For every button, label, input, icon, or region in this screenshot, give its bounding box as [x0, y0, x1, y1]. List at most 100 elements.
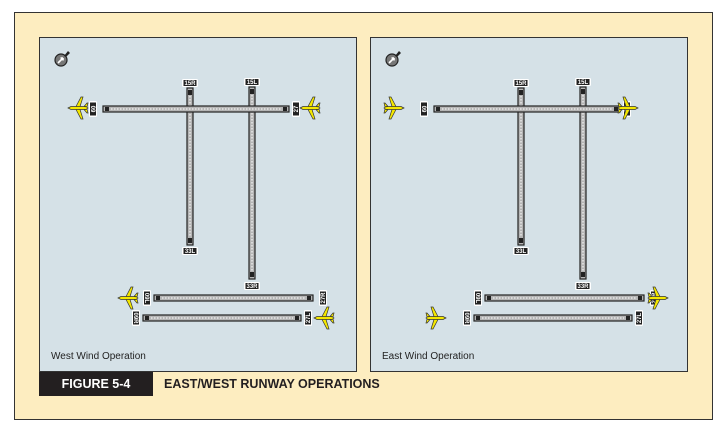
figure-number: FIGURE 5-4	[39, 372, 153, 396]
runway-label-box	[133, 311, 139, 325]
runway-number-label: 27L	[635, 310, 643, 326]
airplane-icon	[299, 96, 321, 120]
airplane-shape	[313, 306, 335, 330]
runway-threshold	[581, 272, 585, 277]
runway-threshold	[188, 238, 192, 243]
airplane-shape	[383, 96, 405, 120]
runway-number: 09	[420, 106, 426, 113]
airplane-shape	[67, 96, 89, 120]
runway-label-box	[514, 248, 528, 254]
runway-label-box	[464, 311, 470, 325]
airplane-shape	[299, 96, 321, 120]
runway-threshold	[307, 296, 311, 300]
runway-threshold	[156, 296, 160, 300]
airport-diagram-west: 09 27 15R 33L 15L 33R 09L 27R 09R 27L	[54, 51, 335, 330]
runway-number-label: 15L	[244, 78, 260, 86]
runway-number: 15L	[247, 80, 258, 86]
runway	[142, 314, 302, 322]
runway-number-label: 33R	[575, 282, 591, 290]
airplane-icon	[383, 96, 405, 120]
runway-label-box	[421, 102, 427, 116]
runway-number-label: 09	[89, 101, 97, 117]
runway-label-box	[320, 291, 326, 305]
runway-number-label: 27R	[319, 290, 327, 306]
runway-number: 09	[89, 106, 95, 113]
runway-number-label: 15R	[513, 79, 529, 87]
figure-title: EAST/WEST RUNWAY OPERATIONS	[164, 377, 380, 391]
runway-number: 33L	[185, 249, 196, 255]
airplane-icon	[647, 286, 669, 310]
runway-number-label: 09R	[463, 310, 471, 326]
runway-number: 09L	[143, 293, 149, 304]
runway-number: 15L	[578, 80, 589, 86]
runway-threshold	[250, 272, 254, 277]
runway-number-label: 15R	[182, 79, 198, 87]
airplane-icon	[117, 286, 139, 310]
north-arrow-icon	[54, 51, 70, 67]
runway-threshold	[476, 316, 480, 320]
runway-label-box	[636, 311, 642, 325]
airplane-shape	[647, 286, 669, 310]
runway-label-box	[475, 291, 481, 305]
runway-number-label: 27	[292, 101, 300, 117]
runway-threshold	[487, 296, 491, 300]
airplane-icon	[67, 96, 89, 120]
runway-threshold	[519, 238, 523, 243]
runway-number: 33R	[246, 284, 258, 290]
runway-threshold	[614, 107, 618, 111]
compass-pointer	[64, 51, 70, 57]
runway-threshold	[145, 316, 149, 320]
runway-label-box	[90, 102, 96, 116]
runway-threshold	[626, 316, 630, 320]
runway-threshold	[250, 89, 254, 94]
runway-number-label: 27L	[304, 310, 312, 326]
runway-threshold	[188, 90, 192, 95]
compass-arrow	[57, 57, 64, 64]
compass-pointer	[395, 51, 401, 57]
compass-arrow	[388, 57, 395, 64]
runway-label-box	[245, 283, 259, 289]
runway-number: 09L	[474, 293, 480, 304]
runway	[153, 294, 314, 302]
runway-number-label: 33L	[513, 247, 529, 255]
runway-number: 27R	[321, 292, 327, 304]
runway-number-label: 09L	[474, 290, 482, 306]
runway-number-label: 33R	[244, 282, 260, 290]
runway-threshold	[295, 316, 299, 320]
north-arrow-icon	[385, 51, 401, 67]
airplane-shape	[425, 306, 447, 330]
airplane-icon	[313, 306, 335, 330]
runway-number-label: 15L	[575, 78, 591, 86]
runway-number: 09R	[463, 312, 469, 324]
airplane-icon	[617, 96, 639, 120]
runway-threshold	[283, 107, 287, 111]
runway-threshold	[519, 90, 523, 95]
runway-label-box	[293, 102, 299, 116]
airplane-icon	[425, 306, 447, 330]
runway-threshold	[581, 89, 585, 94]
airplane-shape	[617, 96, 639, 120]
runway	[484, 294, 645, 302]
runway-label-box	[144, 291, 150, 305]
panel-label: West Wind Operation	[51, 351, 146, 362]
runway-number: 33R	[577, 284, 589, 290]
runway-threshold	[638, 296, 642, 300]
runway-number: 09R	[132, 312, 138, 324]
runway-label-box	[576, 283, 590, 289]
runway-number-label: 09	[420, 101, 428, 117]
runway-number: 15R	[184, 81, 196, 87]
runway-label-box	[183, 248, 197, 254]
runway-threshold	[436, 107, 440, 111]
runway-number-label: 33L	[182, 247, 198, 255]
runway-number-label: 09R	[132, 310, 140, 326]
runway-number: 15R	[515, 81, 527, 87]
runway-number: 27L	[306, 312, 312, 323]
runway-number-label: 09L	[143, 290, 151, 306]
west-wind-panel: 09 27 15R 33L 15L 33R 09L 27R 09R 27L West Wind O…	[39, 37, 357, 372]
runway-number: 33L	[516, 249, 527, 255]
runway-label-box	[305, 311, 311, 325]
runway-label-box	[576, 79, 590, 85]
runway-threshold	[105, 107, 109, 111]
